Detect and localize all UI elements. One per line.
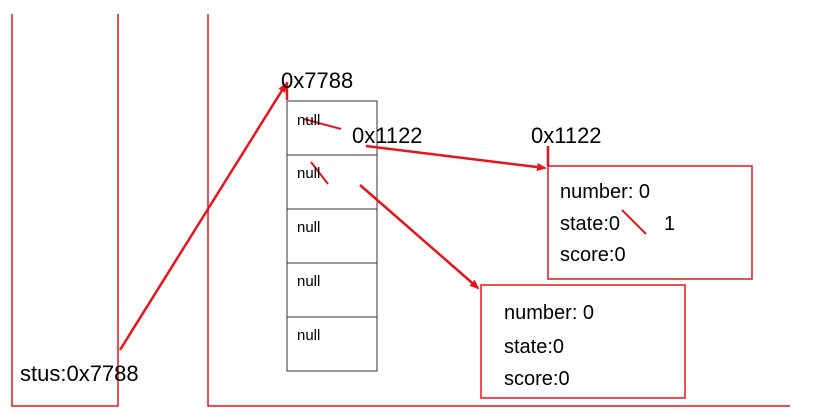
cell1-strike bbox=[310, 161, 329, 185]
array-cell-4 bbox=[286, 316, 378, 372]
state-strike bbox=[621, 209, 647, 235]
array-cell-3 bbox=[286, 262, 378, 318]
cell0-new-address-label: 0x1122 bbox=[352, 123, 423, 148]
cell1-to-object-bottom-arrow bbox=[359, 184, 480, 290]
object-top-state-prefix: state: bbox=[560, 213, 609, 235]
object-top-address-label: 0x1122 bbox=[531, 123, 602, 148]
object-bottom-box bbox=[480, 284, 686, 399]
heap-frame bbox=[207, 14, 790, 407]
object-top-state: state:0 bbox=[560, 214, 620, 234]
object-top-number: number: 0 bbox=[560, 181, 651, 203]
stack-variable-label: stus:0x7788 bbox=[20, 361, 139, 386]
object-top-box bbox=[547, 165, 753, 280]
object-top-score: score:0 bbox=[560, 244, 626, 266]
object-bottom-score: score:0 bbox=[504, 368, 570, 390]
object-top-state-old: 0 bbox=[608, 213, 621, 235]
stack-frame bbox=[11, 14, 119, 407]
array-cell-value: null bbox=[297, 219, 321, 236]
array-cell-value: null bbox=[297, 112, 321, 129]
object-bottom-state: state:0 bbox=[504, 336, 565, 358]
array-cell-value: null bbox=[297, 327, 321, 344]
array-cell-value: null bbox=[297, 165, 321, 182]
cell0-strike bbox=[303, 118, 342, 130]
array-cell-2 bbox=[286, 208, 378, 264]
array-address-label: 0x7788 bbox=[281, 68, 354, 93]
array-cell-value: null bbox=[297, 273, 321, 290]
object-bottom-number: number: 0 bbox=[504, 302, 595, 324]
cell0-to-object-top-arrow bbox=[365, 144, 547, 171]
stack-to-array-arrow bbox=[118, 82, 288, 351]
array-cell-1 bbox=[286, 154, 378, 210]
array-box bbox=[286, 100, 378, 372]
object-top-state-new: 1 bbox=[664, 213, 676, 235]
